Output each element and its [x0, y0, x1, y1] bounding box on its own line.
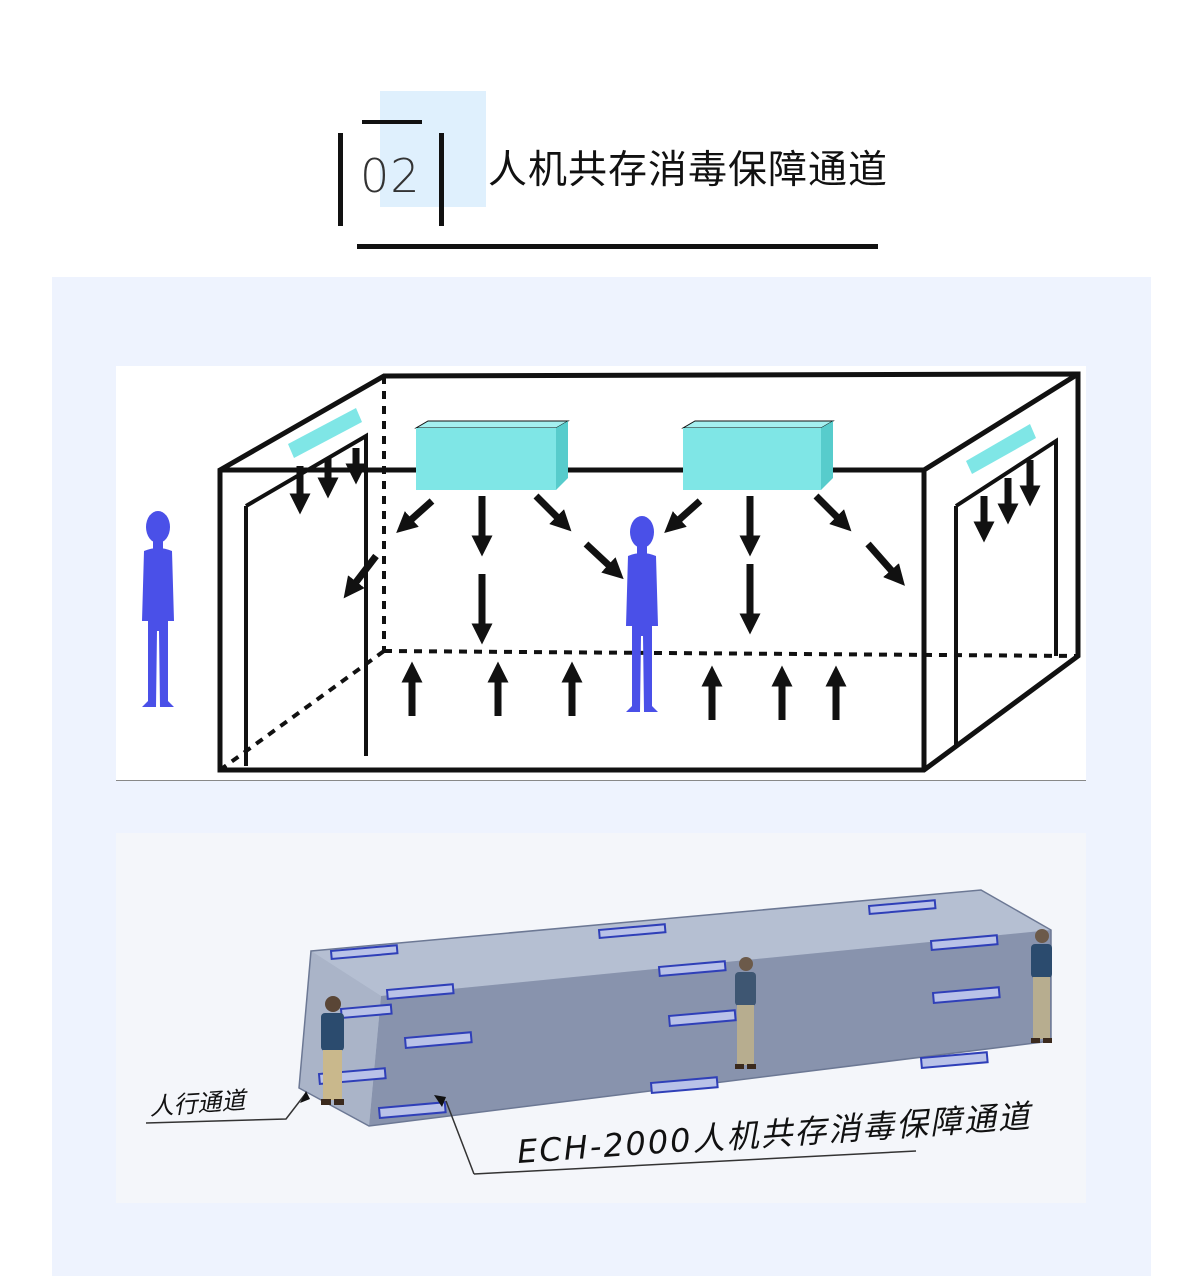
- channel-rendering-svg: 人行通道 ECH-2000人机共存消毒保障通道: [145, 889, 1052, 1175]
- entrance-door: [244, 432, 368, 766]
- section-title: 人机共存消毒保障通道: [488, 148, 889, 193]
- callout-leaders: [145, 1092, 917, 1175]
- disinfection-unit-2: [681, 420, 835, 490]
- spray-arrows: [289, 448, 1041, 645]
- exit-mini-unit: [966, 424, 1036, 474]
- entrance-mini-unit: [288, 408, 362, 458]
- exit-door: [954, 437, 1058, 748]
- product-label: ECH-2000人机共存消毒保障通道: [516, 1097, 1035, 1171]
- person-channel-end-icon: [1031, 929, 1052, 1043]
- disinfection-unit-1: [414, 420, 570, 490]
- disinfection-lamps: [317, 899, 1001, 1120]
- callout-arrowheads: [300, 1091, 446, 1107]
- floor-arrows: [401, 661, 847, 720]
- tunnel-body: [298, 889, 1052, 1127]
- number-bracket-top: [362, 120, 422, 124]
- section-header: 02 人机共存消毒保障通道: [0, 0, 1200, 270]
- number-bracket-left: [338, 133, 343, 226]
- airflow-diagram-svg: [142, 371, 1081, 773]
- title-underline: [357, 244, 878, 249]
- section-number: 02: [360, 149, 421, 203]
- person-inside-icon: [626, 516, 658, 712]
- person-outside-icon: [142, 511, 174, 707]
- number-bracket-right: [439, 133, 444, 226]
- number-highlight: [380, 91, 486, 207]
- walkway-label: 人行通道: [148, 1086, 249, 1121]
- person-channel-middle-icon: [735, 957, 756, 1069]
- person-walkway-icon: [321, 996, 344, 1105]
- channel-rendering: 人行通道 ECH-2000人机共存消毒保障通道: [116, 833, 1086, 1203]
- airflow-diagram: [116, 366, 1086, 781]
